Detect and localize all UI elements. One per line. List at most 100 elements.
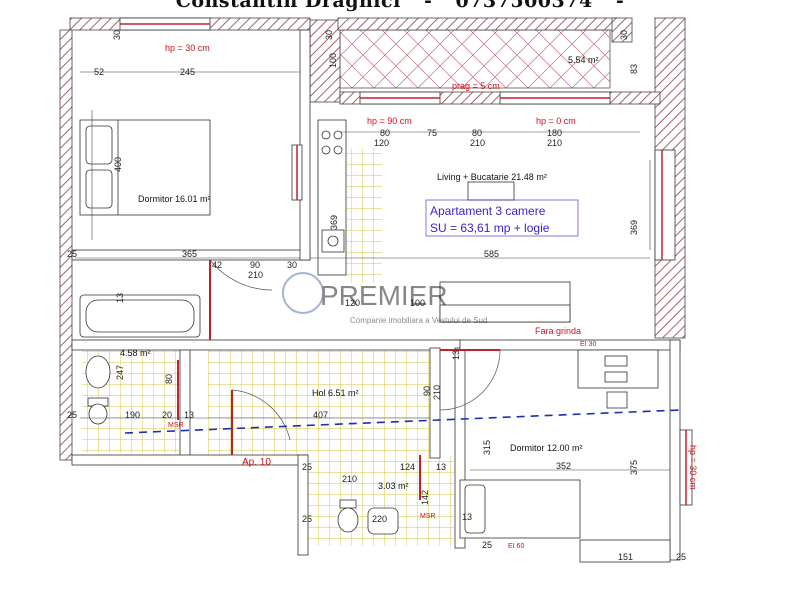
note-fara-grinda: Fara grinda bbox=[535, 326, 581, 336]
dim-30: 30 bbox=[287, 260, 297, 270]
dim-220: 220 bbox=[372, 514, 387, 524]
dim-25: 25 bbox=[302, 514, 312, 524]
dim-25: 25 bbox=[302, 462, 312, 472]
dim-13: 13 bbox=[451, 350, 461, 360]
room-dormitor-1: Dormitor 16.01 m² bbox=[138, 194, 211, 204]
note-prag: prag = 5 cm bbox=[452, 81, 500, 91]
dim-42: 42 bbox=[212, 260, 222, 270]
room-dormitor-2: Dormitor 12.00 m² bbox=[510, 443, 583, 453]
header-separator-end: - bbox=[615, 0, 625, 12]
dim-25: 25 bbox=[67, 249, 77, 259]
room-baie-1: 4.58 m² bbox=[120, 348, 151, 358]
note-msr-1: MSR bbox=[168, 422, 184, 429]
note-ei30: EI 30 bbox=[580, 341, 596, 348]
summary-line-2: SU = 63,61 mp + logie bbox=[430, 221, 550, 235]
note-ap10: Ap. 10 bbox=[242, 457, 271, 468]
note-msr-2: MSR bbox=[420, 513, 436, 520]
dim-369: 369 bbox=[329, 215, 339, 230]
dim-90: 90 bbox=[422, 386, 432, 396]
dim-247: 247 bbox=[115, 365, 125, 380]
dim-100: 100 bbox=[410, 298, 425, 308]
dim-369: 369 bbox=[629, 220, 639, 235]
dim-180: 180 bbox=[547, 128, 562, 138]
dim-13: 13 bbox=[462, 512, 472, 522]
note-ei60: EI 60 bbox=[508, 543, 524, 550]
dim-80: 80 bbox=[164, 374, 174, 384]
dim-75: 75 bbox=[427, 128, 437, 138]
wardrobe bbox=[579, 539, 671, 563]
dim-210: 210 bbox=[470, 138, 485, 148]
room-baie-2: 3.03 m² bbox=[378, 481, 409, 491]
dim-25: 25 bbox=[676, 552, 686, 562]
bathtub bbox=[79, 294, 201, 338]
dim-52: 52 bbox=[94, 67, 104, 77]
note-hp90: hp = 90 cm bbox=[367, 116, 412, 126]
note-hp30-right: hp = 30 cm bbox=[688, 445, 698, 490]
dim-210: 210 bbox=[547, 138, 562, 148]
dim-83: 83 bbox=[629, 64, 639, 74]
dim-365: 365 bbox=[182, 249, 197, 259]
premier-watermark: PREMIER Companie imobiliara a Vestului d… bbox=[282, 272, 487, 325]
dim-585: 585 bbox=[484, 249, 499, 259]
dimension-lines bbox=[75, 71, 670, 471]
dim-124: 124 bbox=[400, 462, 415, 472]
double-bed bbox=[79, 119, 211, 216]
dim-13: 13 bbox=[184, 410, 194, 420]
dim-100: 100 bbox=[328, 53, 338, 68]
room-logia: 5.54 m² bbox=[568, 55, 599, 65]
bath1-fixtures bbox=[85, 355, 111, 425]
desk bbox=[577, 349, 659, 409]
dim-120: 120 bbox=[345, 298, 360, 308]
dim-375: 375 bbox=[629, 460, 639, 475]
note-hp30-top: hp = 30 cm bbox=[165, 43, 210, 53]
dim-90: 90 bbox=[250, 260, 260, 270]
dim-407: 407 bbox=[313, 410, 328, 420]
dim-210: 210 bbox=[432, 385, 442, 400]
note-hp0: hp = 0 cm bbox=[536, 116, 576, 126]
dim-400: 400 bbox=[113, 157, 123, 172]
logia-floor bbox=[339, 29, 611, 89]
windows bbox=[119, 17, 693, 506]
dim-80: 80 bbox=[472, 128, 482, 138]
bath2-fixtures bbox=[337, 499, 399, 535]
room-living: Living + Bucatarie 21.48 m² bbox=[437, 172, 547, 182]
interior-walls bbox=[71, 29, 681, 561]
watermark-brand: PREMIER bbox=[320, 280, 448, 311]
dim-151: 151 bbox=[618, 552, 633, 562]
apartment-boundary-line bbox=[124, 409, 681, 434]
agent-phone: 0737500374 bbox=[455, 0, 593, 12]
sofa bbox=[439, 281, 571, 323]
dim-30: 30 bbox=[112, 30, 122, 40]
agent-name: Constantin Draghici bbox=[175, 0, 401, 12]
dim-210: 210 bbox=[342, 474, 357, 484]
dim-315: 315 bbox=[482, 440, 492, 455]
header-separator: - bbox=[423, 0, 433, 12]
listing-header: Constantin Draghici - 0737500374 - bbox=[0, 0, 800, 12]
dim-245: 245 bbox=[180, 67, 195, 77]
kitchen-tiles bbox=[342, 148, 382, 283]
dim-352: 352 bbox=[556, 461, 571, 471]
doors bbox=[177, 259, 501, 500]
room-hol: Hol 6.51 m² bbox=[312, 388, 359, 398]
dim-142: 142 bbox=[420, 490, 430, 505]
single-bed bbox=[459, 479, 581, 539]
dim-20: 20 bbox=[162, 410, 172, 420]
summary-line-1: Apartament 3 camere bbox=[430, 204, 546, 218]
dim-13: 13 bbox=[115, 293, 125, 303]
dim-210: 210 bbox=[248, 270, 263, 280]
dim-25: 25 bbox=[482, 540, 492, 550]
hallway-tiles bbox=[208, 348, 430, 456]
dim-120: 120 bbox=[374, 138, 389, 148]
dim-13: 13 bbox=[436, 462, 446, 472]
dim-80: 80 bbox=[380, 128, 390, 138]
kitchen-counter bbox=[317, 119, 347, 276]
living-table bbox=[467, 181, 515, 201]
summary-box bbox=[425, 199, 579, 237]
dimension-labels: 30 30 30 52 245 100 83 400 80 120 75 80 … bbox=[67, 30, 686, 562]
dim-30: 30 bbox=[619, 30, 629, 40]
watermark-tagline: Companie imobiliara a Vestului de Sud bbox=[350, 316, 487, 325]
dim-30: 30 bbox=[324, 30, 334, 40]
dim-190: 190 bbox=[125, 410, 140, 420]
dim-25: 25 bbox=[67, 410, 77, 420]
